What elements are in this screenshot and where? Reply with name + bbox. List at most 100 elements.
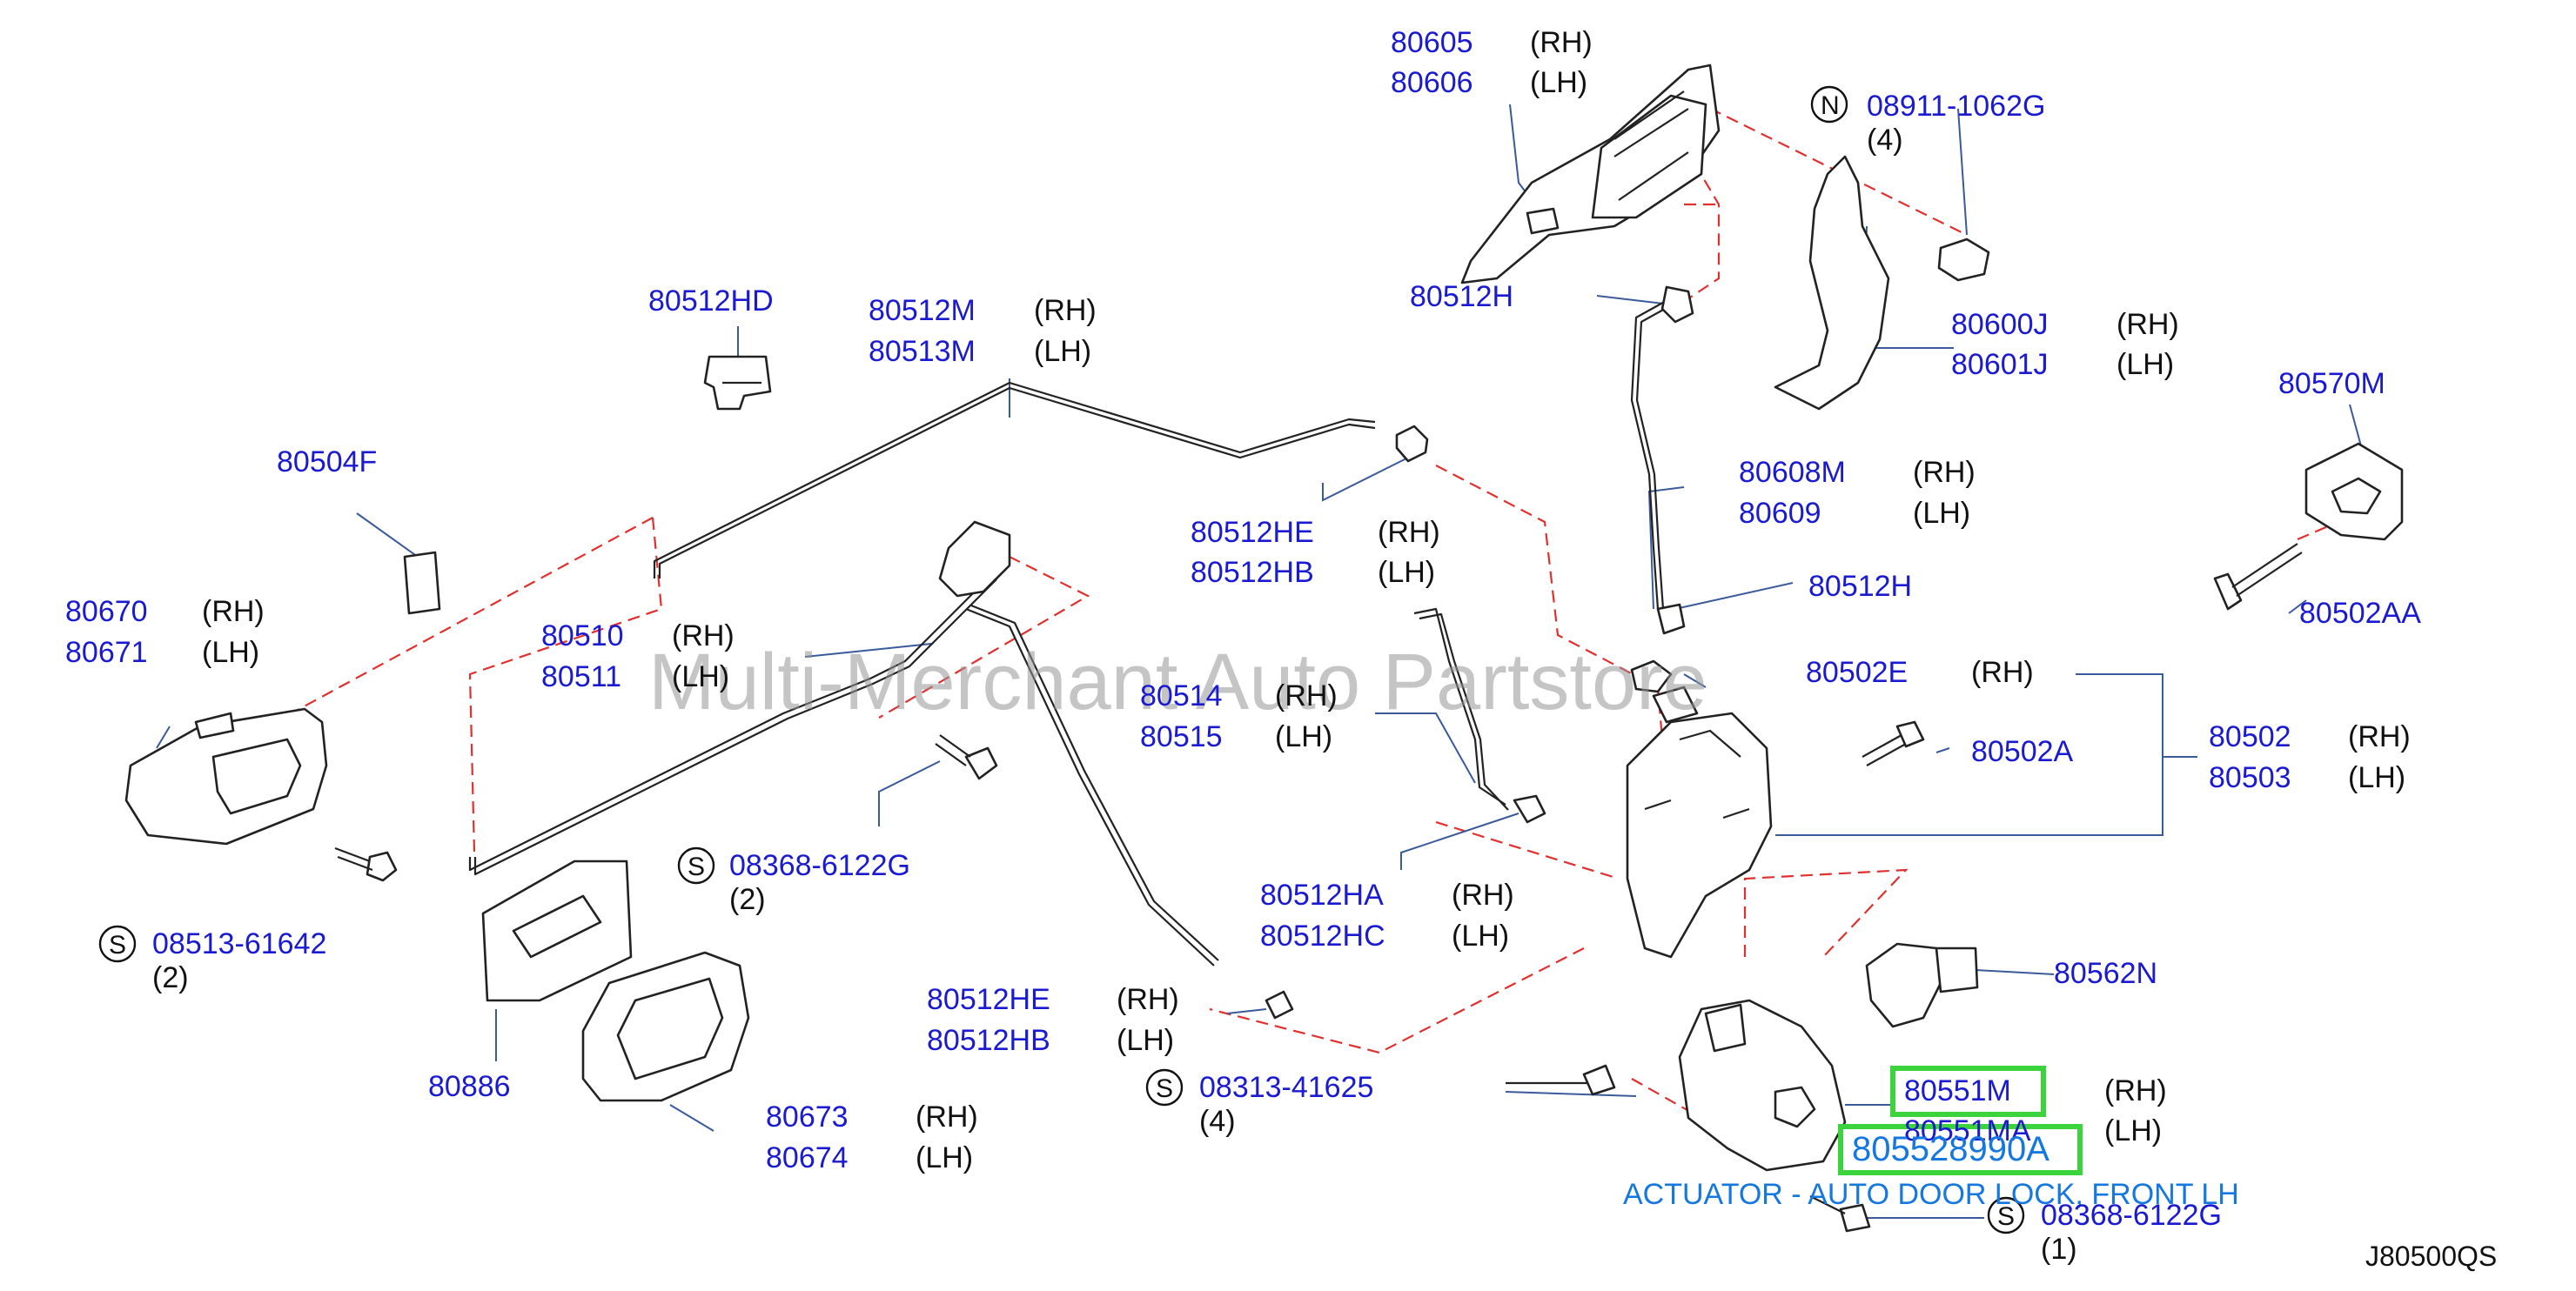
part-rod-80608M bbox=[1630, 285, 1694, 610]
part-number[interactable]: 80503 bbox=[2209, 761, 2291, 794]
part-actuator-80551M bbox=[1678, 999, 1847, 1172]
part-labels: 80605 (RH) 80606 (LH) 08911-1062G (4) 80… bbox=[65, 26, 2497, 1272]
part-number-80551M[interactable]: 80551M bbox=[1904, 1074, 2011, 1107]
part-number[interactable]: 80562N bbox=[2054, 957, 2157, 990]
part-clip-80512H-mid bbox=[1656, 603, 1686, 635]
symbol-s-08513: S bbox=[98, 925, 137, 963]
part-number[interactable]: 80512H bbox=[1410, 280, 1513, 313]
part-number[interactable]: 80502E bbox=[1806, 656, 1908, 689]
part-number[interactable]: 80512H bbox=[1808, 570, 1912, 603]
side-label: (LH) bbox=[1913, 497, 1970, 530]
part-number[interactable]: 80670 bbox=[65, 595, 148, 628]
quantity-label: (1) bbox=[2041, 1233, 2077, 1266]
part-number[interactable]: 80511 bbox=[541, 660, 621, 693]
part-number[interactable]: 80886 bbox=[428, 1070, 511, 1103]
symbol-n-letter: N bbox=[1821, 91, 1840, 120]
part-number[interactable]: 80512HB bbox=[1191, 556, 1314, 589]
symbol-s-08368-a: S bbox=[677, 846, 715, 885]
part-bolt-left bbox=[1506, 1064, 1616, 1096]
side-label: (LH) bbox=[1530, 66, 1587, 99]
part-rod-80512M bbox=[653, 381, 1376, 579]
part-number[interactable]: 80512HD bbox=[648, 284, 774, 318]
side-label: (RH) bbox=[2348, 720, 2411, 753]
side-label: (LH) bbox=[2116, 348, 2174, 381]
part-number[interactable]: 08513-61642 bbox=[152, 927, 326, 960]
part-number[interactable]: 80605 bbox=[1391, 26, 1473, 59]
part-clip-80512HD bbox=[703, 355, 772, 411]
side-label: (RH) bbox=[1034, 294, 1097, 327]
quantity-label: (2) bbox=[729, 883, 766, 916]
side-label: (LH) bbox=[916, 1141, 973, 1174]
symbol-s-letter: S bbox=[1156, 1074, 1173, 1103]
part-number[interactable]: 80510 bbox=[541, 619, 624, 652]
part-number[interactable]: 80512HE bbox=[927, 983, 1050, 1016]
side-label: (RH) bbox=[1275, 679, 1338, 712]
part-number[interactable]: 08368-6122G bbox=[2041, 1199, 2222, 1232]
part-number[interactable]: 08911-1062G bbox=[1867, 90, 2045, 123]
part-connector-80562N bbox=[1865, 942, 1979, 1028]
part-rod-80514 bbox=[1413, 607, 1509, 811]
part-number[interactable]: 80512HE bbox=[1191, 516, 1314, 549]
side-label: (LH) bbox=[1034, 335, 1091, 368]
part-number[interactable]: 80512M bbox=[869, 294, 976, 327]
part-number[interactable]: 80502A bbox=[1971, 735, 2074, 768]
side-label: (LH) bbox=[1452, 920, 1509, 953]
part-outside-handle bbox=[1460, 64, 1721, 284]
part-number[interactable]: 80514 bbox=[1140, 679, 1223, 712]
part-number[interactable]: 80606 bbox=[1391, 66, 1473, 99]
part-number[interactable]: 80608M bbox=[1739, 456, 1846, 489]
catalog-code: J80500QS bbox=[2365, 1241, 2497, 1272]
part-long-rod bbox=[965, 604, 1219, 967]
part-number[interactable]: 80512HB bbox=[927, 1024, 1050, 1057]
symbol-s-letter: S bbox=[1997, 1202, 2015, 1231]
highlight-box-80551M bbox=[1890, 1066, 2046, 1117]
quantity-label: (4) bbox=[1867, 124, 1903, 157]
part-clip-80512HE-b bbox=[1265, 990, 1294, 1020]
quantity-label: (2) bbox=[152, 961, 189, 994]
part-number[interactable]: 08313-41625 bbox=[1199, 1071, 1373, 1104]
part-number[interactable]: 80671 bbox=[65, 636, 148, 669]
part-screw-80502A bbox=[1862, 720, 1925, 766]
highlight-box-805528990A bbox=[1838, 1124, 2083, 1175]
side-label: (RH) bbox=[1971, 656, 2034, 689]
part-screw-08513 bbox=[334, 846, 398, 882]
side-label: (RH) bbox=[2116, 308, 2179, 341]
side-label: (RH) bbox=[672, 619, 735, 652]
part-number[interactable]: 80513M bbox=[869, 335, 976, 368]
diagram-caption: ACTUATOR - AUTO DOOR LOCK, FRONT LH bbox=[1623, 1178, 2239, 1211]
part-clip-80512HE bbox=[1395, 425, 1429, 463]
part-number[interactable]: 80674 bbox=[766, 1141, 849, 1174]
part-number[interactable]: 80504F bbox=[277, 445, 377, 478]
part-number[interactable]: 80673 bbox=[766, 1100, 849, 1134]
part-nut-08911 bbox=[1937, 237, 1990, 282]
side-label: (RH) bbox=[1913, 456, 1976, 489]
symbol-s-letter: S bbox=[109, 931, 126, 960]
highlighted-part-number[interactable]: 805528990A bbox=[1852, 1130, 2049, 1168]
part-number[interactable]: 80609 bbox=[1739, 497, 1821, 530]
part-striker-80570M bbox=[2304, 442, 2404, 541]
part-number[interactable]: 08368-6122G bbox=[729, 849, 910, 882]
part-number[interactable]: 80502 bbox=[2209, 720, 2291, 753]
part-inside-handle-80670 bbox=[124, 707, 328, 846]
symbol-n-08911: N bbox=[1810, 85, 1848, 124]
part-latch-80502 bbox=[1626, 686, 1773, 959]
part-number[interactable]: 80601J bbox=[1951, 348, 2049, 381]
watermark: Multi-Merchant Auto Partstore bbox=[648, 638, 1707, 726]
part-number[interactable]: 80502AA bbox=[2299, 597, 2421, 630]
side-label: (LH) bbox=[672, 660, 729, 693]
part-number[interactable]: 80512HC bbox=[1260, 920, 1385, 953]
part-number[interactable]: 80512HA bbox=[1260, 879, 1384, 912]
part-number[interactable]: 80570M bbox=[2278, 367, 2385, 400]
part-number[interactable]: 80515 bbox=[1140, 720, 1223, 753]
side-label: (LH) bbox=[1117, 1024, 1174, 1057]
part-bolt-08368-b bbox=[1809, 1195, 1871, 1233]
side-label: (LH) bbox=[2104, 1114, 2162, 1147]
part-number[interactable]: 80600J bbox=[1951, 308, 2049, 341]
part-clip-80502E bbox=[1630, 659, 1673, 693]
part-pad-80504F bbox=[403, 551, 441, 615]
side-label: (LH) bbox=[202, 636, 259, 669]
side-label: (RH) bbox=[1117, 983, 1179, 1016]
part-bezel-80673 bbox=[581, 951, 750, 1102]
part-number-80551MA[interactable]: 80551MA bbox=[1904, 1114, 2031, 1147]
